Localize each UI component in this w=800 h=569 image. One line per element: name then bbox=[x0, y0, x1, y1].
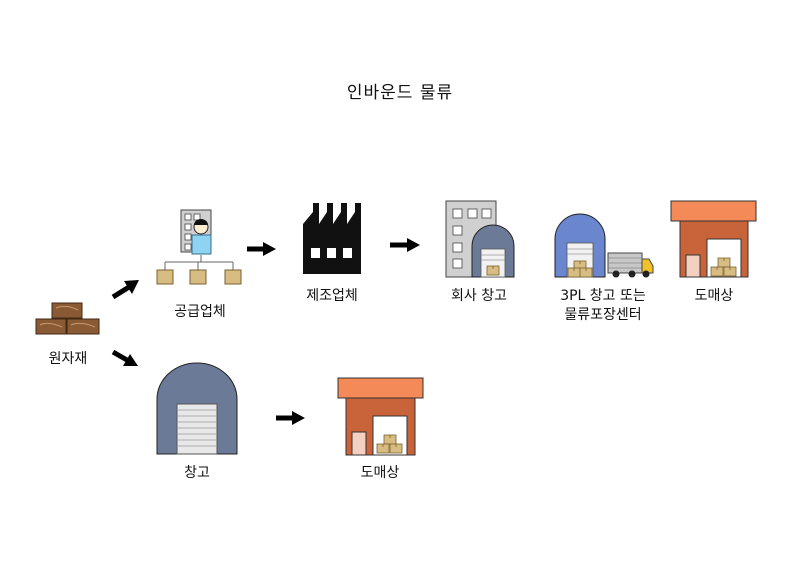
truck-icon bbox=[607, 252, 654, 278]
third-party-label-line1: 3PL 창고 또는 bbox=[560, 288, 646, 304]
arrow-to-supplier bbox=[111, 280, 139, 300]
wholesaler-store-top-icon bbox=[670, 200, 757, 278]
arrow-to-manufacturer bbox=[247, 242, 276, 256]
warehouse-icon bbox=[156, 362, 238, 455]
third-party-label-line2: 물류포장센터 bbox=[564, 307, 642, 323]
supplier-label: 공급업체 bbox=[174, 304, 226, 320]
wholesaler-store-bottom-icon bbox=[337, 377, 424, 456]
arrow-to-warehouse bbox=[111, 349, 138, 366]
raw-material-label: 원자재 bbox=[48, 351, 88, 367]
raw-material-icon bbox=[35, 302, 100, 335]
arrow-to-wholesaler-bottom bbox=[276, 411, 305, 425]
wholesaler-top-label: 도매상 bbox=[694, 288, 734, 304]
supplier-icon bbox=[156, 209, 242, 285]
arrow-to-company-warehouse bbox=[390, 238, 420, 252]
factory-icon bbox=[303, 203, 361, 274]
company-warehouse-label: 회사 창고 bbox=[451, 288, 507, 304]
diagram-title: 인바운드 물류 bbox=[346, 83, 454, 103]
warehouse-label: 창고 bbox=[184, 465, 210, 481]
manufacturer-label: 제조업체 bbox=[306, 288, 358, 304]
wholesaler-bottom-label: 도매상 bbox=[360, 465, 400, 481]
company-warehouse-icon bbox=[445, 200, 515, 278]
third-party-warehouse-icon bbox=[554, 213, 606, 278]
